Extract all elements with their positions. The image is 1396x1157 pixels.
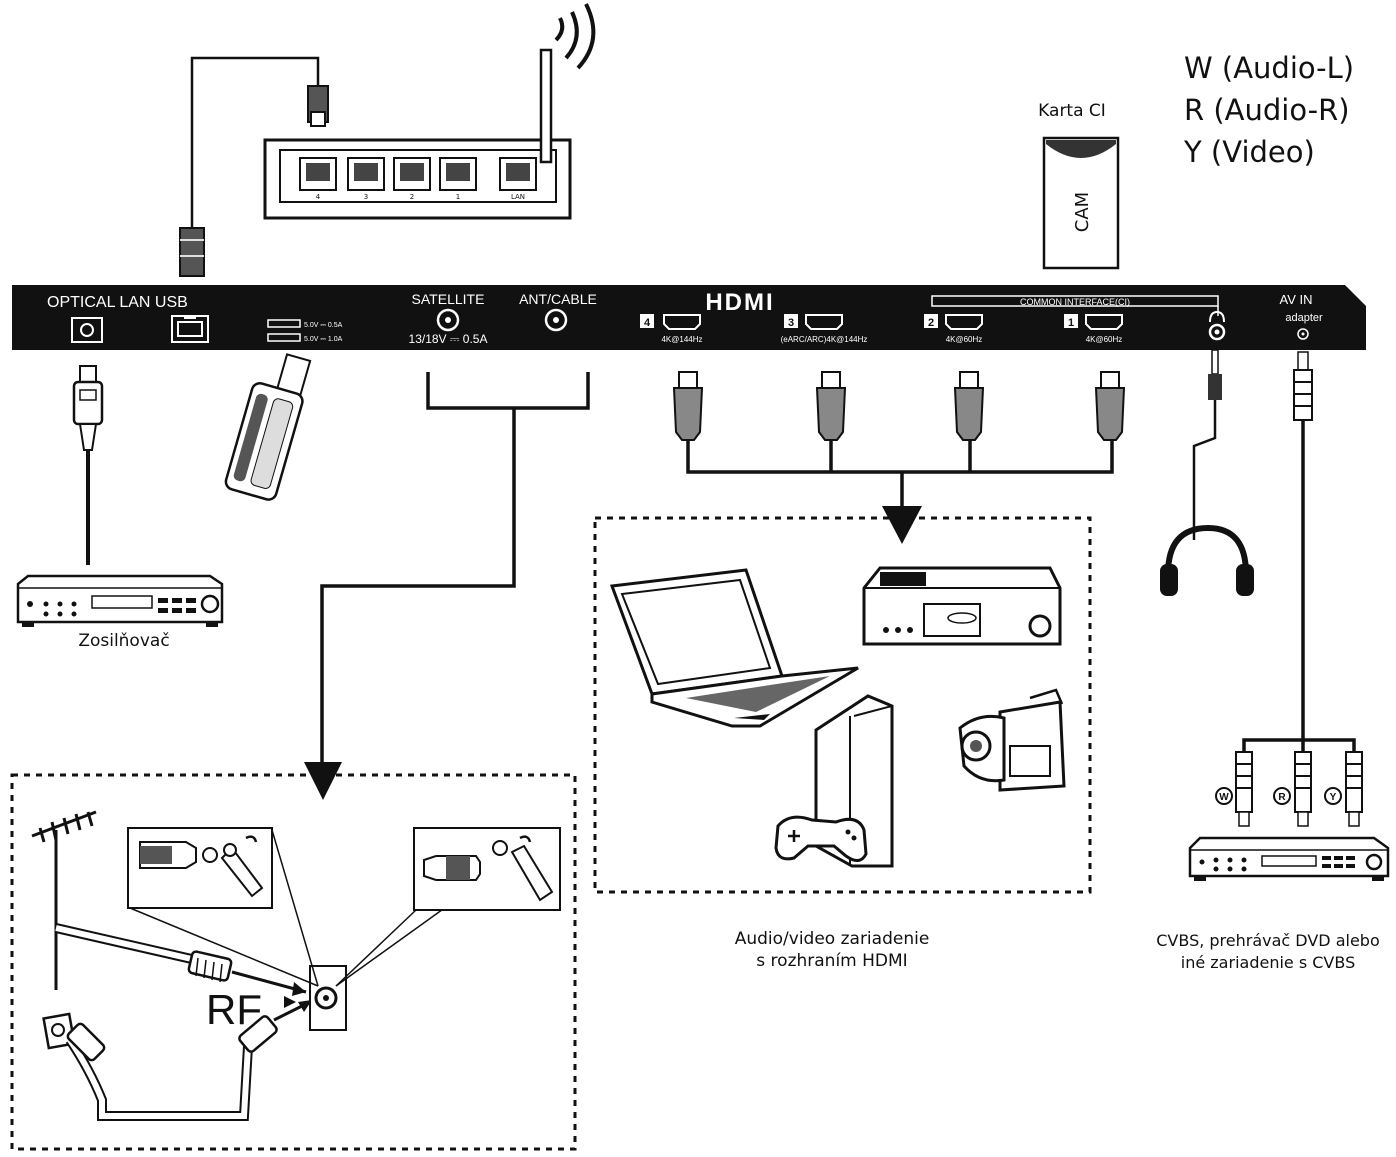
router-port-4: 4 — [316, 193, 321, 201]
cvbs-caption-line2: iné zariadenie s CVBS — [1181, 953, 1355, 972]
laptop-icon — [609, 568, 859, 728]
hdmi-devices-box — [593, 516, 1092, 894]
usb-stick — [224, 353, 312, 501]
hdmi3-port — [805, 314, 843, 330]
tv-back-panel: OPTICAL LAN USB 5.0V ⎓ 0.5A 5.0V ⎓ 1.0A … — [12, 285, 1366, 350]
legend-r: R (Audio-R) — [1184, 93, 1350, 127]
ci-slot — [931, 295, 1219, 307]
panel-av-adapter: adapter — [1285, 312, 1323, 324]
hdmi4-spec: 4K@144Hz — [661, 335, 702, 344]
headphone-jack-icon — [1208, 310, 1226, 341]
hdmi-logo: HDMI — [705, 289, 774, 316]
rca-w-label: W — [1219, 792, 1229, 803]
hdmi-plug-3 — [953, 371, 985, 441]
hdmi4-num: 4 — [644, 317, 651, 329]
antenna-box-content: RF — [31, 810, 561, 1121]
hdmi2-port — [945, 314, 983, 330]
tv-antenna-icon — [31, 810, 97, 990]
router-port-3: 3 — [364, 193, 368, 201]
hdmi2-badge — [924, 314, 938, 328]
arrow-down-icon — [882, 506, 922, 544]
hdmi1-port — [1085, 314, 1123, 330]
camcorder-icon — [958, 688, 1066, 792]
hdmi-plug-1 — [672, 371, 704, 441]
hdmi1-badge — [1064, 314, 1078, 328]
hdmi-caption-line2: s rozhraním HDMI — [756, 951, 907, 971]
rca-y-label: Y — [1330, 792, 1337, 803]
panel-optical-lan-usb: OPTICAL LAN USB — [47, 294, 188, 311]
amplifier — [16, 574, 224, 627]
hdmi1-num: 1 — [1068, 317, 1074, 329]
hdmi-plug-2 — [815, 371, 847, 441]
hdmi3-num: 3 — [788, 317, 794, 329]
rca-plug-y — [1345, 751, 1363, 827]
av-cable — [1242, 351, 1356, 752]
optical-port — [71, 317, 103, 343]
panel-satellite-spec: 13/18V ⎓ 0.5A — [409, 332, 488, 346]
legend-w: W (Audio-L) — [1184, 51, 1354, 85]
hdmi4-badge — [640, 314, 654, 328]
dvd-player-icon — [862, 566, 1062, 646]
panel-satellite: SATELLITE — [412, 291, 485, 307]
rca-plug-w — [1235, 751, 1253, 827]
rca-plug-r — [1294, 751, 1312, 827]
hdmi-caption-line1: Audio/video zariadenie — [735, 929, 930, 949]
usb-port-2 — [267, 333, 301, 342]
rf-pointer-icon — [284, 996, 296, 1008]
color-legend: W (Audio-L) R (Audio-R) Y (Video) — [1183, 51, 1354, 169]
router-antenna — [539, 48, 553, 164]
hdmi-plug-4 — [1094, 371, 1126, 441]
usb-port-1 — [267, 319, 301, 328]
rca-r-label: R — [1278, 792, 1286, 803]
wifi-waves-icon — [554, 3, 596, 70]
usb-port-2-spec: 5.0V ⎓ 1.0A — [304, 336, 343, 343]
antenna-connection-line — [320, 372, 590, 770]
hdmi-cables — [672, 371, 1126, 544]
arrow-down-icon — [304, 762, 342, 800]
ci-slot-label: COMMON INTERFACE(CI) — [1020, 297, 1130, 307]
rf-label: RF — [206, 986, 262, 1033]
hdmi2-spec: 4K@60Hz — [946, 335, 983, 344]
hdmi4-port — [663, 314, 701, 330]
optical-cable — [72, 365, 104, 565]
panel-ant-cable: ANT/CABLE — [519, 291, 597, 307]
panel-av-in: AV IN — [1280, 292, 1313, 307]
cvbs-device — [1188, 836, 1390, 881]
router-port-lan: LAN — [511, 193, 525, 201]
hdmi3-badge — [784, 314, 798, 328]
ci-card-title: Karta CI — [1038, 101, 1106, 121]
hdmi3-spec: (eARC/ARC)4K@144Hz — [781, 335, 868, 344]
usb-port-1-spec: 5.0V ⎓ 0.5A — [304, 322, 343, 329]
headphone-cable — [1192, 349, 1222, 540]
ci-card-cam: CAM — [1072, 192, 1093, 232]
antenna-box — [10, 773, 577, 1151]
amplifier-label: Zosilňovač — [78, 631, 169, 651]
router-port-1: 1 — [456, 193, 460, 201]
hdmi2-num: 2 — [928, 317, 934, 329]
cvbs-caption-line1: CVBS, prehrávač DVD alebo — [1156, 931, 1379, 950]
router-port-2: 2 — [410, 193, 414, 201]
gamepad-icon — [774, 815, 868, 862]
ci-card: Karta CI CAM — [1038, 101, 1120, 270]
hdmi1-spec: 4K@60Hz — [1086, 335, 1123, 344]
router: 4 3 2 1 LAN — [263, 3, 596, 220]
headphones-icon — [1160, 524, 1254, 596]
lan-cable — [179, 56, 329, 277]
legend-y: Y (Video) — [1183, 135, 1315, 169]
rca-plugs: W R Y — [1215, 751, 1363, 827]
